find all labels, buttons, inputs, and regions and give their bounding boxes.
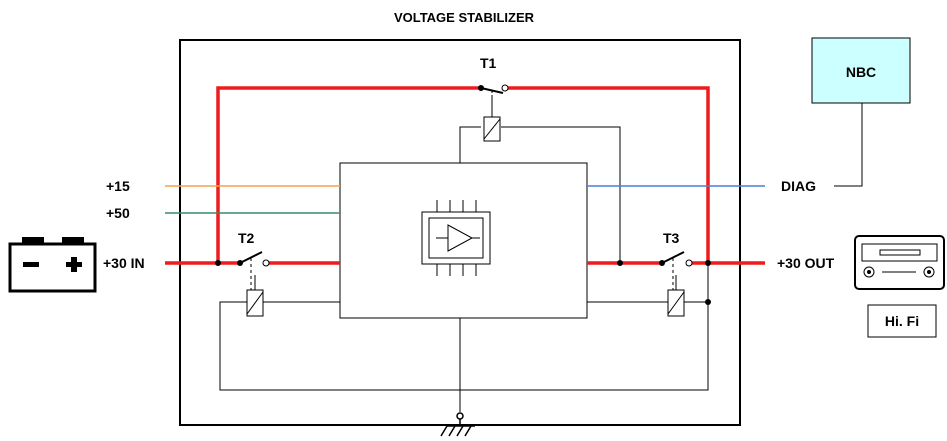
nbc-label: NBC <box>846 64 876 80</box>
ground-icon <box>440 412 475 437</box>
power-lines <box>165 86 765 265</box>
plus50-label: +50 <box>106 205 130 221</box>
switch-t3-label: T3 <box>663 230 680 246</box>
nbc-module <box>811 37 911 104</box>
battery-icon <box>8 237 97 293</box>
switch-t2-label: T2 <box>238 230 255 246</box>
hifi-label-box <box>867 304 937 338</box>
control-wiring <box>219 97 863 412</box>
switch-t2 <box>237 251 270 290</box>
switch-t1-label: T1 <box>480 55 497 71</box>
switch-t3 <box>659 251 693 290</box>
control-unit-box <box>339 162 588 319</box>
radio-icon <box>854 235 945 290</box>
junction-dots <box>215 260 711 305</box>
hifi-label: Hi. Fi <box>885 313 919 329</box>
diag-label: DIAG <box>781 178 816 194</box>
switch-t1 <box>478 84 509 97</box>
plus30-in-label: +30 IN <box>103 255 145 271</box>
diagram-title: VOLTAGE STABILIZER <box>394 10 535 25</box>
amplifier-chip-icon <box>421 200 491 276</box>
plus30-out-label: +30 OUT <box>777 255 835 271</box>
plus15-label: +15 <box>106 178 130 194</box>
